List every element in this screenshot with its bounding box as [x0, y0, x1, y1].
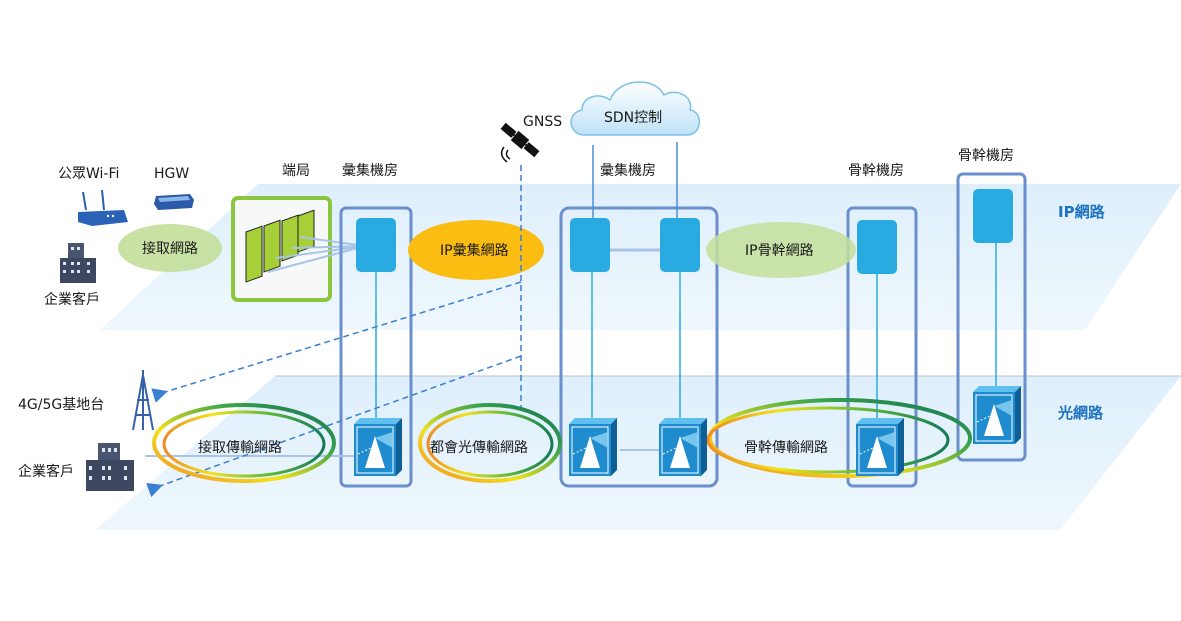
- optical-plane: [95, 376, 1181, 530]
- base-station-label: 4G/5G基地台: [18, 396, 104, 413]
- router-agg1: [356, 218, 396, 272]
- sdn-cloud-icon: [570, 81, 700, 136]
- sdn-label: SDN控制: [604, 110, 662, 126]
- aggregation-room-2-box: [559, 206, 719, 488]
- enterprise-building-bottom-icon: [86, 443, 134, 491]
- ip-backbone-label: IP骨幹網路: [745, 242, 814, 259]
- dashed-arrow-enterprise: [146, 355, 522, 498]
- ip-aggregation-ellipse: [408, 220, 544, 280]
- vertical-links: [375, 240, 997, 420]
- hgw-icon: [154, 194, 194, 210]
- backbone-room-2-box: [956, 172, 1027, 462]
- base-station-tower-icon: [132, 370, 154, 431]
- router-backbone2: [973, 189, 1013, 243]
- sdn-control-links: [592, 142, 678, 222]
- ip-plane-label: IP網路: [1058, 203, 1106, 221]
- optical-mux-backbone1: [855, 417, 905, 477]
- enterprise-building-icon: [60, 243, 96, 283]
- ip-aggregation-label: IP彙集網路: [440, 242, 509, 259]
- public-wifi-label: 公眾Wi-Fi: [58, 166, 119, 182]
- ip-backbone-ellipse: [706, 222, 856, 278]
- dashed-arrow-base-station: [151, 281, 522, 403]
- optical-mux-backbone2: [972, 385, 1022, 445]
- access-transport-ring: [152, 403, 336, 483]
- router-agg2b: [660, 218, 700, 272]
- backbone-transport-ring: [706, 398, 972, 478]
- olt-cards-icon: [245, 209, 366, 283]
- enterprise-top-label: 企業客戶: [44, 291, 100, 308]
- access-transport-label: 接取傳輸網路: [198, 439, 282, 456]
- backbone-transport-label: 骨幹傳輸網路: [744, 439, 828, 456]
- aggregation-room-2-label: 彙集機房: [600, 162, 656, 179]
- hgw-label: HGW: [154, 166, 189, 182]
- backbone-room-2-label: 骨幹機房: [958, 147, 1014, 164]
- optical-mux-agg2b: [658, 417, 708, 477]
- optical-mux-agg1: [353, 417, 403, 477]
- backbone-room-1-label: 骨幹機房: [848, 162, 904, 179]
- aggregation-room-1-label: 彙集機房: [342, 162, 398, 179]
- end-office-label: 端局: [282, 163, 310, 179]
- access-network-ellipse: [118, 224, 222, 272]
- metro-optical-ring: [418, 403, 562, 483]
- metro-optical-label: 都會光傳輸網路: [430, 440, 528, 456]
- router-backbone1: [857, 220, 897, 274]
- optical-plane-label: 光網路: [1057, 404, 1104, 422]
- enterprise-bottom-label: 企業客戶: [18, 463, 74, 480]
- aggregation-room-1-box: [339, 206, 413, 488]
- router-agg2a: [570, 218, 610, 272]
- backbone-room-1-box: [846, 206, 918, 488]
- gnss-label: GNSS: [523, 114, 562, 130]
- satellite-icon: [500, 122, 540, 158]
- satellite-signal-icon: [500, 146, 511, 163]
- optical-mux-agg2a: [568, 417, 618, 477]
- wifi-router-icon: [78, 189, 128, 226]
- access-network-label: 接取網路: [142, 240, 198, 257]
